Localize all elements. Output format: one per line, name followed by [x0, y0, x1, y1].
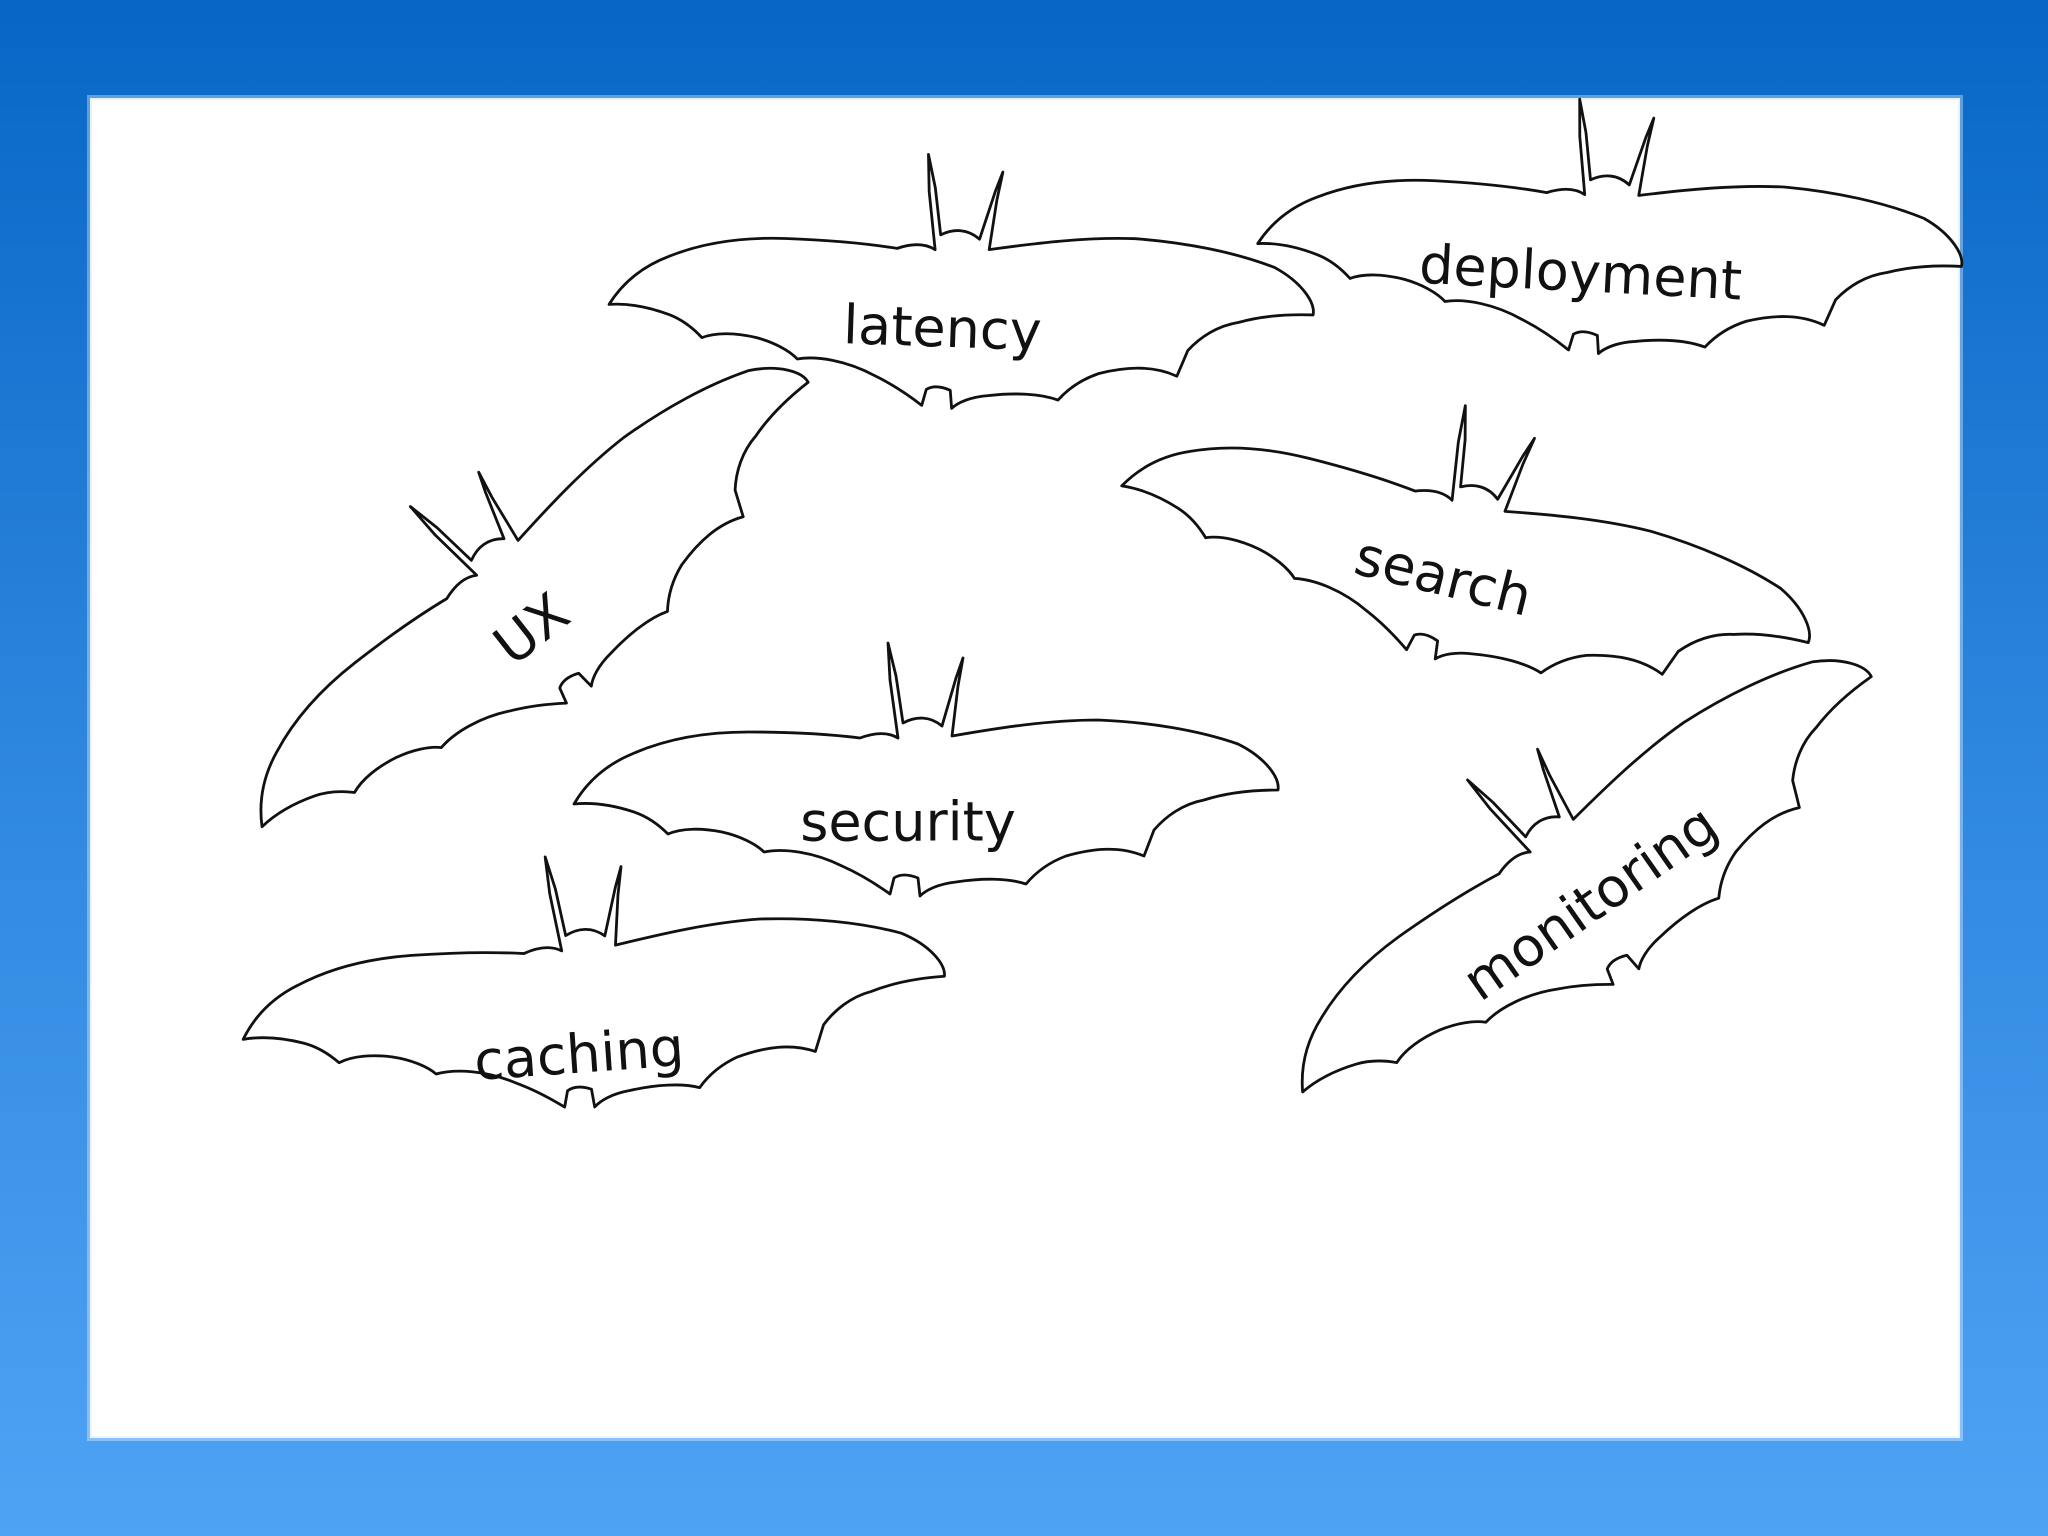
bat-label-caching: caching: [472, 1015, 686, 1093]
bat-label-latency: latency: [842, 293, 1042, 363]
bat-search-outline: [1098, 328, 1846, 747]
bat-caching: caching: [230, 828, 954, 1133]
bat-search: search: [1098, 328, 1846, 747]
bat-caching-outline: [230, 828, 954, 1133]
bat-latency: latency: [604, 142, 1320, 423]
bat-ux: UX: [161, 264, 875, 901]
bat-latency-outline: [604, 142, 1320, 423]
bat-deployment: deployment: [1251, 81, 1971, 374]
bat-security-outline: [572, 641, 1280, 898]
bat-security: security: [572, 641, 1280, 898]
bat-deployment-outline: [1251, 81, 1971, 374]
bat-label-security: security: [800, 791, 1016, 854]
